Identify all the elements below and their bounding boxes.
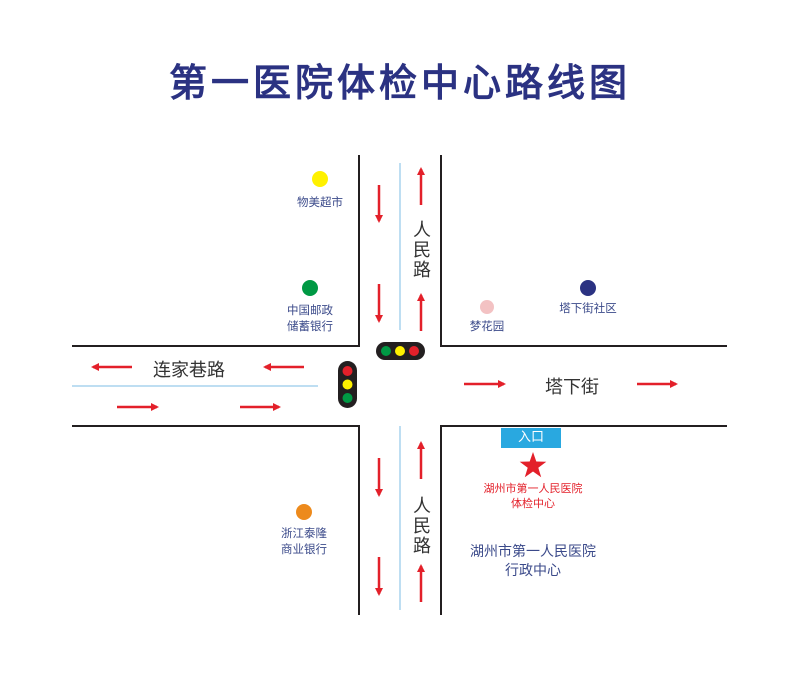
road-edge-southeast xyxy=(440,425,727,615)
hospital-label-line1: 湖州市第一人民医院 xyxy=(483,482,583,495)
admin-center-line2: 行政中心 xyxy=(505,563,561,579)
poi-label-post-line2: 储蓄银行 xyxy=(287,319,333,333)
road-edge-northwest xyxy=(72,155,360,347)
road-edge-northeast xyxy=(440,155,727,347)
road-edge-southwest xyxy=(72,425,360,615)
lane-lines xyxy=(72,163,401,610)
poi-label-taxia: 塔下街社区 xyxy=(559,301,617,315)
poi-label-bank-line2: 商业银行 xyxy=(281,542,327,556)
poi-label-bank: 浙江泰隆 商业银行 xyxy=(281,525,327,557)
poi-dot-menghua xyxy=(480,300,494,314)
road-label-south: 人民路 xyxy=(410,496,431,556)
road-label-west: 连家巷路 xyxy=(153,360,225,381)
traffic-arrows xyxy=(91,167,678,602)
hospital-label: 湖州市第一人民医院 体检中心 xyxy=(484,481,583,511)
admin-center-line1: 湖州市第一人民医院 xyxy=(470,544,596,560)
road-edges xyxy=(72,155,727,615)
entrance-badge: 入口 xyxy=(501,428,561,448)
traffic-light-vertical xyxy=(338,361,357,408)
poi-label-menghua: 梦花园 xyxy=(469,319,505,333)
poi-dot-wumei xyxy=(312,171,328,187)
poi-dot-taxia xyxy=(580,280,596,296)
poi-label-bank-line1: 浙江泰隆 xyxy=(281,526,327,540)
road-label-north: 人民路 xyxy=(410,220,431,280)
poi-dot-post xyxy=(302,280,318,296)
page-title: 第一医院体检中心路线图 xyxy=(168,60,631,105)
poi-label-post: 中国邮政 储蓄银行 xyxy=(287,302,333,334)
poi-dot-bank xyxy=(296,504,312,520)
road-label-east: 塔下街 xyxy=(545,377,599,398)
traffic-light-horizontal xyxy=(376,342,425,360)
star-icon xyxy=(519,452,547,478)
hospital-label-line2: 体检中心 xyxy=(511,497,555,510)
admin-center-label: 湖州市第一人民医院 行政中心 xyxy=(470,543,596,581)
poi-label-wumei: 物美超市 xyxy=(297,195,343,209)
poi-label-post-line1: 中国邮政 xyxy=(287,303,333,317)
